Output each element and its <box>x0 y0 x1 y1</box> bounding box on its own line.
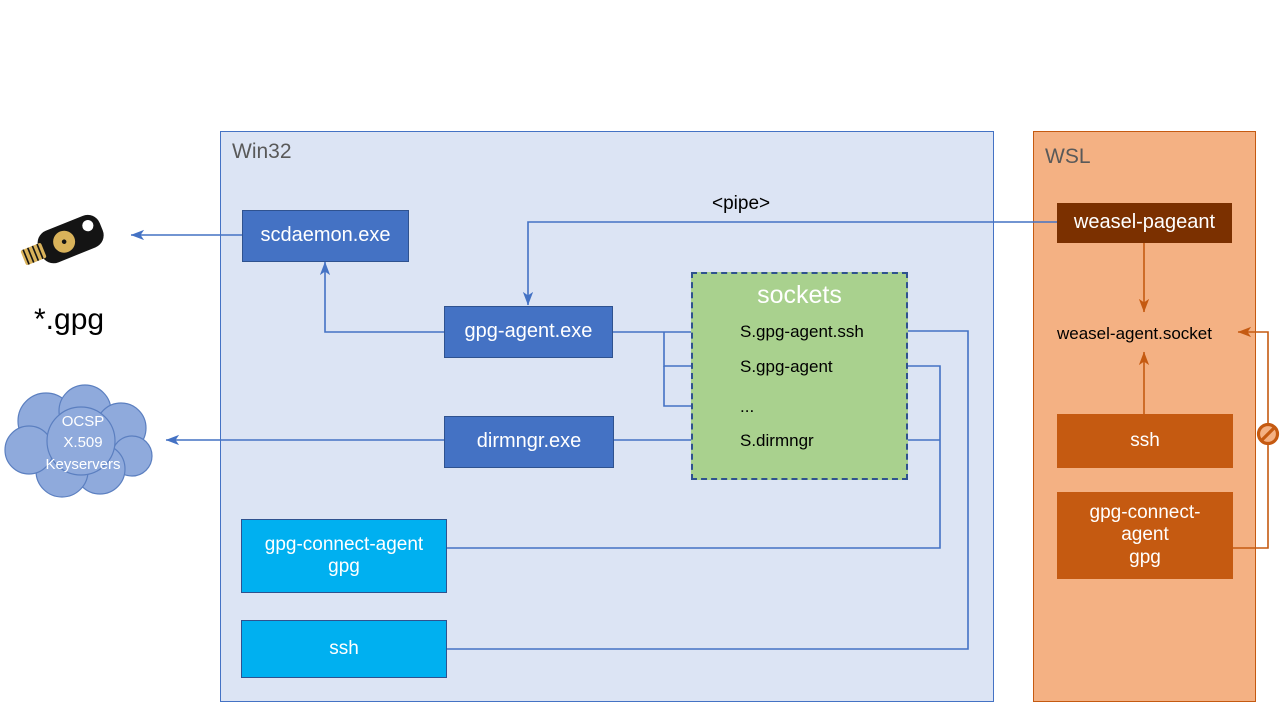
node-gpg-connect-agent-win32-label: gpg-connect-agent gpg <box>264 533 424 577</box>
node-gpg-agent-exe[interactable]: gpg-agent.exe <box>444 306 613 358</box>
node-gpg-connect-agent-win32[interactable]: gpg-connect-agent gpg <box>241 519 447 593</box>
socket-item-s-gpg-agent[interactable]: S.gpg-agent <box>740 357 833 376</box>
node-weasel-pageant[interactable]: weasel-pageant <box>1057 203 1232 243</box>
socket-item-s-gpg-agent-ssh[interactable]: S.gpg-agent.ssh <box>740 322 864 341</box>
pipe-label: <pipe> <box>712 193 771 214</box>
usb-security-key-icon <box>16 198 126 283</box>
cloud-line-2: X.509 <box>63 434 103 452</box>
node-scdaemon-exe[interactable]: scdaemon.exe <box>242 210 409 262</box>
no-entry-icon <box>1256 422 1280 446</box>
sockets-group: sockets <box>691 272 908 480</box>
sockets-title: sockets <box>757 281 842 309</box>
node-gpg-connect-agent-wsl[interactable]: gpg-connect- agent gpg <box>1057 492 1233 579</box>
weasel-agent-socket-label: weasel-agent.socket <box>1057 324 1212 343</box>
cloud-line-1: OCSP <box>61 413 105 430</box>
node-ssh-win32[interactable]: ssh <box>241 620 447 678</box>
socket-item-s-dirmngr[interactable]: S.dirmngr <box>740 431 814 450</box>
cloud-shape: OCSP X.509 Keyservers <box>2 383 164 498</box>
node-dirmngr-exe[interactable]: dirmngr.exe <box>444 416 614 468</box>
node-ssh-wsl[interactable]: ssh <box>1057 414 1233 468</box>
cloud-line-3: Keyservers <box>45 455 121 473</box>
gpg-files-label: *.gpg <box>34 303 105 336</box>
socket-item-ellipsis: ... <box>740 397 755 416</box>
cloud-label: OCSP X.509 Keyservers <box>2 411 164 475</box>
wsl-panel-label: WSL <box>1045 145 1091 168</box>
node-gpg-connect-agent-wsl-label: gpg-connect- agent gpg <box>1089 501 1201 568</box>
win32-panel-label: Win32 <box>232 140 292 163</box>
